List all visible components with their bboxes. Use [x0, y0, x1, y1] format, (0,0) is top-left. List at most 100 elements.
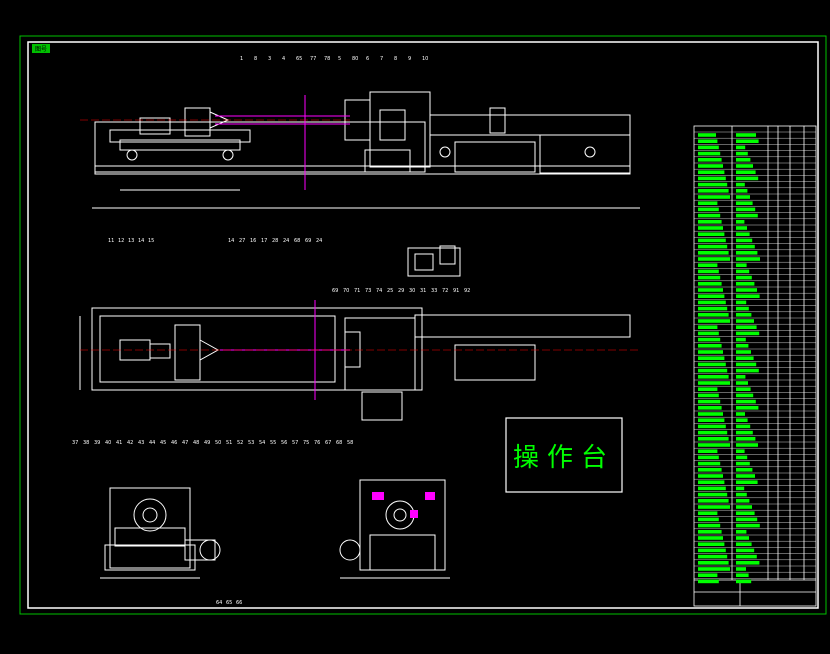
- callout-number: 24: [283, 238, 289, 244]
- table-cell-text: [698, 232, 725, 236]
- callout-number: 29: [398, 288, 404, 294]
- table-cell-text: [698, 251, 729, 255]
- table-cell-text: [736, 294, 760, 298]
- table-cell-text: [698, 151, 721, 156]
- table-cell-text: [698, 176, 726, 181]
- console-label: 操作台: [512, 442, 615, 473]
- table-cell-text: [736, 213, 758, 218]
- table-cell-text: [736, 325, 757, 329]
- callout-number: 31: [420, 288, 426, 294]
- callout-number: 43: [138, 440, 144, 446]
- table-cell-text: [736, 468, 753, 472]
- table-cell-text: [736, 263, 747, 267]
- callout-number: 13: [128, 238, 134, 244]
- callout-number: 78: [324, 56, 330, 62]
- table-cell-text: [736, 418, 748, 422]
- table-cell-text: [698, 499, 729, 503]
- table-cell-text: [698, 412, 723, 416]
- table-cell-text: [698, 282, 722, 286]
- callout-number: 16: [250, 238, 256, 244]
- table-cell-text: [736, 207, 756, 212]
- table-cell-text: [736, 182, 745, 187]
- table-cell-text: [698, 449, 718, 453]
- callout-number: 55: [270, 440, 276, 446]
- callout-number: 37: [72, 440, 78, 446]
- table-cell-text: [736, 344, 749, 348]
- table-cell-text: [698, 368, 728, 373]
- callout-number: 9: [408, 56, 411, 62]
- table-cell-text: [698, 480, 725, 484]
- callout-number: 92: [464, 288, 470, 294]
- table-cell-text: [736, 517, 758, 522]
- table-cell-text: [736, 133, 756, 137]
- callout-number: 28: [272, 238, 278, 244]
- table-cell-text: [736, 387, 751, 391]
- table-cell-text: [736, 579, 752, 584]
- table-cell-text: [736, 176, 759, 181]
- callout-number: 70: [343, 288, 349, 294]
- callout-number: 15: [148, 238, 154, 244]
- plan-view: [79, 245, 631, 421]
- table-cell-text: [698, 189, 729, 193]
- table-cell-text: [736, 393, 754, 398]
- callout-number: 73: [365, 288, 371, 294]
- table-cell-text: [698, 430, 728, 435]
- callout-number: 53: [248, 440, 254, 446]
- table-cell-text: [698, 523, 721, 528]
- table-cell-text: [698, 406, 722, 410]
- callout-number: 47: [182, 440, 188, 446]
- table-cell-text: [698, 486, 726, 491]
- table-cell-text: [736, 337, 746, 342]
- table-cell-text: [736, 356, 754, 360]
- table-cell-text: [698, 536, 723, 540]
- table-cell-text: [698, 350, 723, 354]
- callout-number: 57: [292, 440, 298, 446]
- table-cell-text: [736, 232, 750, 236]
- table-cell-text: [698, 133, 716, 137]
- table-cell-text: [698, 344, 722, 348]
- table-cell-text: [698, 455, 719, 460]
- table-cell-text: [736, 530, 747, 534]
- callout-number: 1: [240, 56, 243, 62]
- table-cell-text: [698, 275, 721, 280]
- table-cell-text: [698, 145, 719, 150]
- callout-number: 52: [237, 440, 243, 446]
- table-cell-text: [698, 226, 723, 230]
- table-cell-text: [698, 201, 718, 205]
- table-cell-text: [736, 480, 758, 484]
- table-cell-text: [698, 505, 730, 509]
- table-cell-text: [698, 195, 730, 199]
- table-cell-text: [698, 530, 722, 534]
- table-cell-text: [736, 275, 752, 280]
- callout-number: 65: [226, 600, 232, 606]
- callout-number: 80: [352, 56, 358, 62]
- callout-number: 3: [268, 56, 271, 62]
- table-cell-text: [698, 468, 722, 472]
- table-cell-text: [736, 288, 757, 292]
- table-cell-text: [736, 306, 749, 311]
- table-cell-text: [736, 201, 753, 205]
- side-view-left: [100, 487, 221, 579]
- table-cell-text: [698, 306, 728, 311]
- callout-number: 8: [254, 56, 257, 62]
- parts-list-table: [693, 125, 817, 607]
- table-cell-text: [698, 461, 721, 466]
- callout-number: 54: [259, 440, 265, 446]
- callout-number: 33: [431, 288, 437, 294]
- callout-number: 42: [127, 440, 133, 446]
- table-cell-text: [698, 164, 723, 168]
- table-cell-text: [698, 542, 725, 546]
- callout-number: 50: [215, 440, 221, 446]
- table-cell-text: [736, 437, 756, 441]
- table-cell-text: [698, 213, 721, 218]
- table-cell-text: [698, 393, 719, 398]
- table-cell-text: [736, 350, 751, 354]
- table-cell-text: [736, 461, 750, 466]
- callout-number: 45: [160, 440, 166, 446]
- callout-number: 7: [380, 56, 383, 62]
- table-cell-text: [736, 430, 753, 435]
- callout-number: 4: [282, 56, 285, 62]
- table-cell-text: [698, 294, 725, 298]
- table-cell-text: [736, 474, 755, 478]
- table-cell-text: [698, 170, 725, 174]
